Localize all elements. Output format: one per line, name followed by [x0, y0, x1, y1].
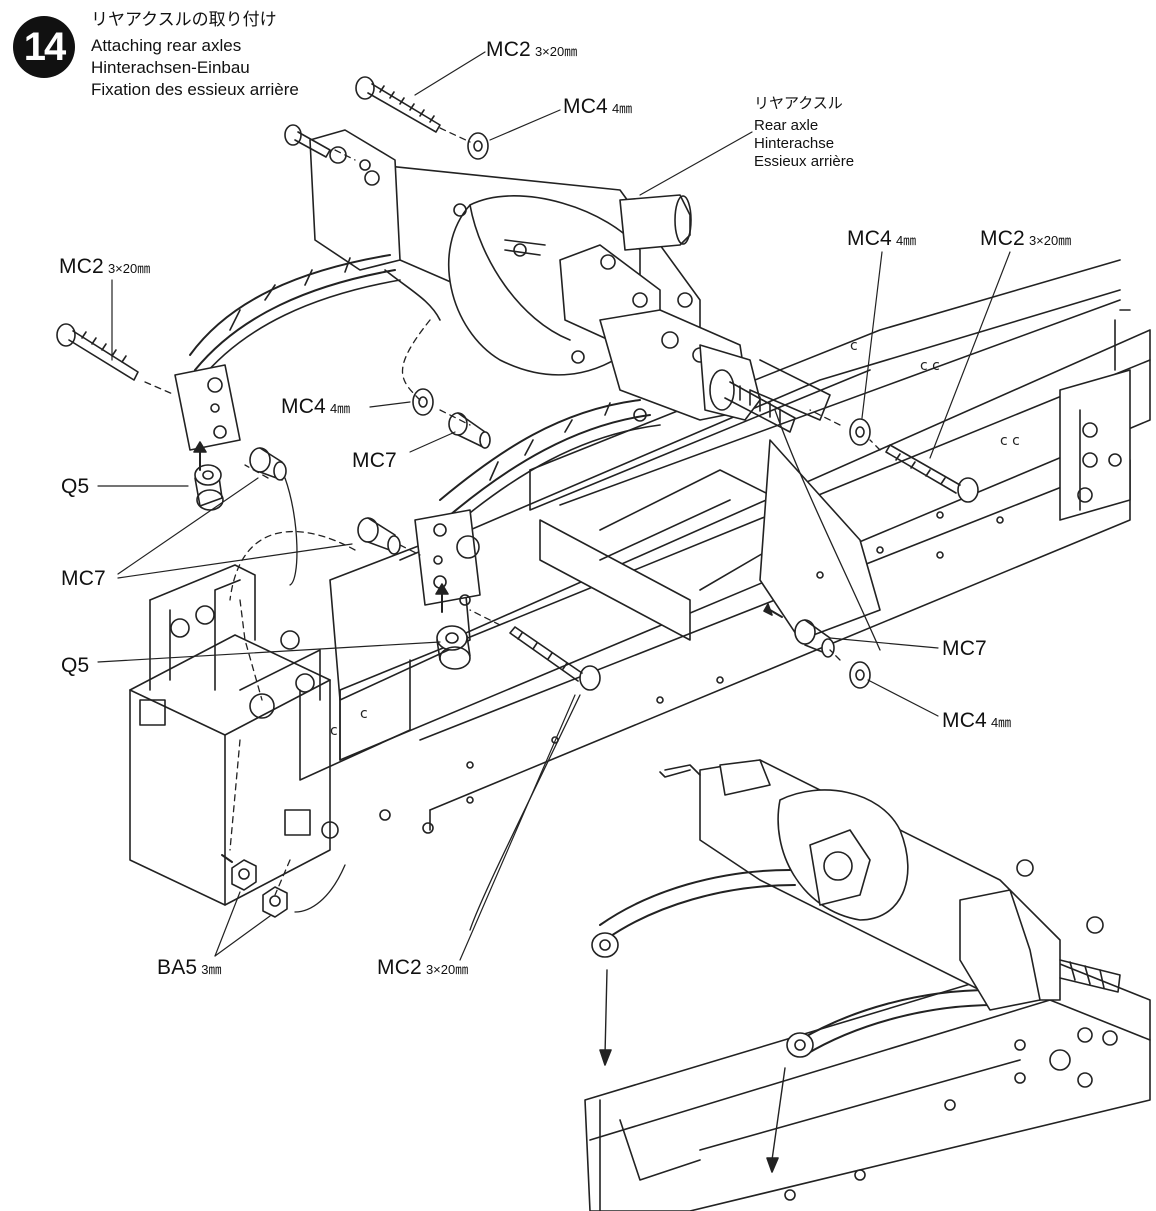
washer-mc4-lower-right [849, 661, 871, 689]
part-label: MC7 [352, 449, 397, 472]
svg-text:c c: c c [920, 358, 940, 374]
step-title-fr: Fixation des essieux arrière [91, 80, 299, 99]
part-label: MC7 [61, 567, 106, 590]
collar-q5-upper [194, 464, 224, 511]
rear-axle-label-de: Hinterachse [754, 135, 835, 152]
rear-axle-housing [309, 129, 831, 433]
step-title-en: Attaching rear axles [91, 36, 242, 55]
screw-mc2-left-upper [284, 124, 331, 158]
part-label: MC7 [942, 637, 987, 660]
chassis-end-bracket [1059, 309, 1131, 521]
rear-axle-label-en: Rear axle [754, 117, 819, 134]
svg-text:c: c [850, 338, 858, 354]
curved-guides [284, 409, 881, 931]
part-label: Q5 [61, 475, 90, 498]
svg-text:c: c [330, 723, 338, 739]
leader-lines [97, 51, 1011, 961]
screw-mc2-center [509, 626, 601, 691]
step-screw-mc7-c [357, 517, 401, 555]
spring-shackles [174, 364, 481, 606]
leaf-springs [189, 254, 661, 526]
part-label: Q5 [61, 654, 90, 677]
assembly-guides [144, 127, 881, 896]
direction-arrows [193, 441, 783, 863]
svg-text:c: c [360, 706, 368, 722]
collar-q5-lower [436, 625, 471, 670]
washer-mc4-right [849, 418, 871, 446]
svg-text:c c: c c [1000, 433, 1020, 449]
rear-axle-label-jp: リヤアクスル [754, 95, 843, 112]
step-screw-mc7-d [794, 619, 835, 658]
step-screw-mc7-a [448, 412, 491, 449]
step-screw-mc7-b [249, 447, 287, 481]
step-title-de: Hinterachsen-Einbau [91, 58, 250, 77]
inset-assembled-view [584, 759, 1151, 1211]
washer-mc4-top [467, 132, 489, 160]
screw-mc2-right [885, 444, 979, 503]
rear-bracket-block: c c [129, 564, 434, 906]
nut-ba5-b [262, 886, 288, 918]
screw-mc2-left [56, 323, 139, 381]
step-number-badge: 14 [13, 16, 75, 78]
washer-mc4-mid [412, 388, 434, 416]
nut-ba5-a [231, 859, 257, 891]
step-title-jp: リヤアクスルの取り付け [91, 10, 277, 29]
screw-mc2-top [355, 76, 441, 133]
rear-axle-label-fr: Essieux arrière [754, 153, 855, 170]
